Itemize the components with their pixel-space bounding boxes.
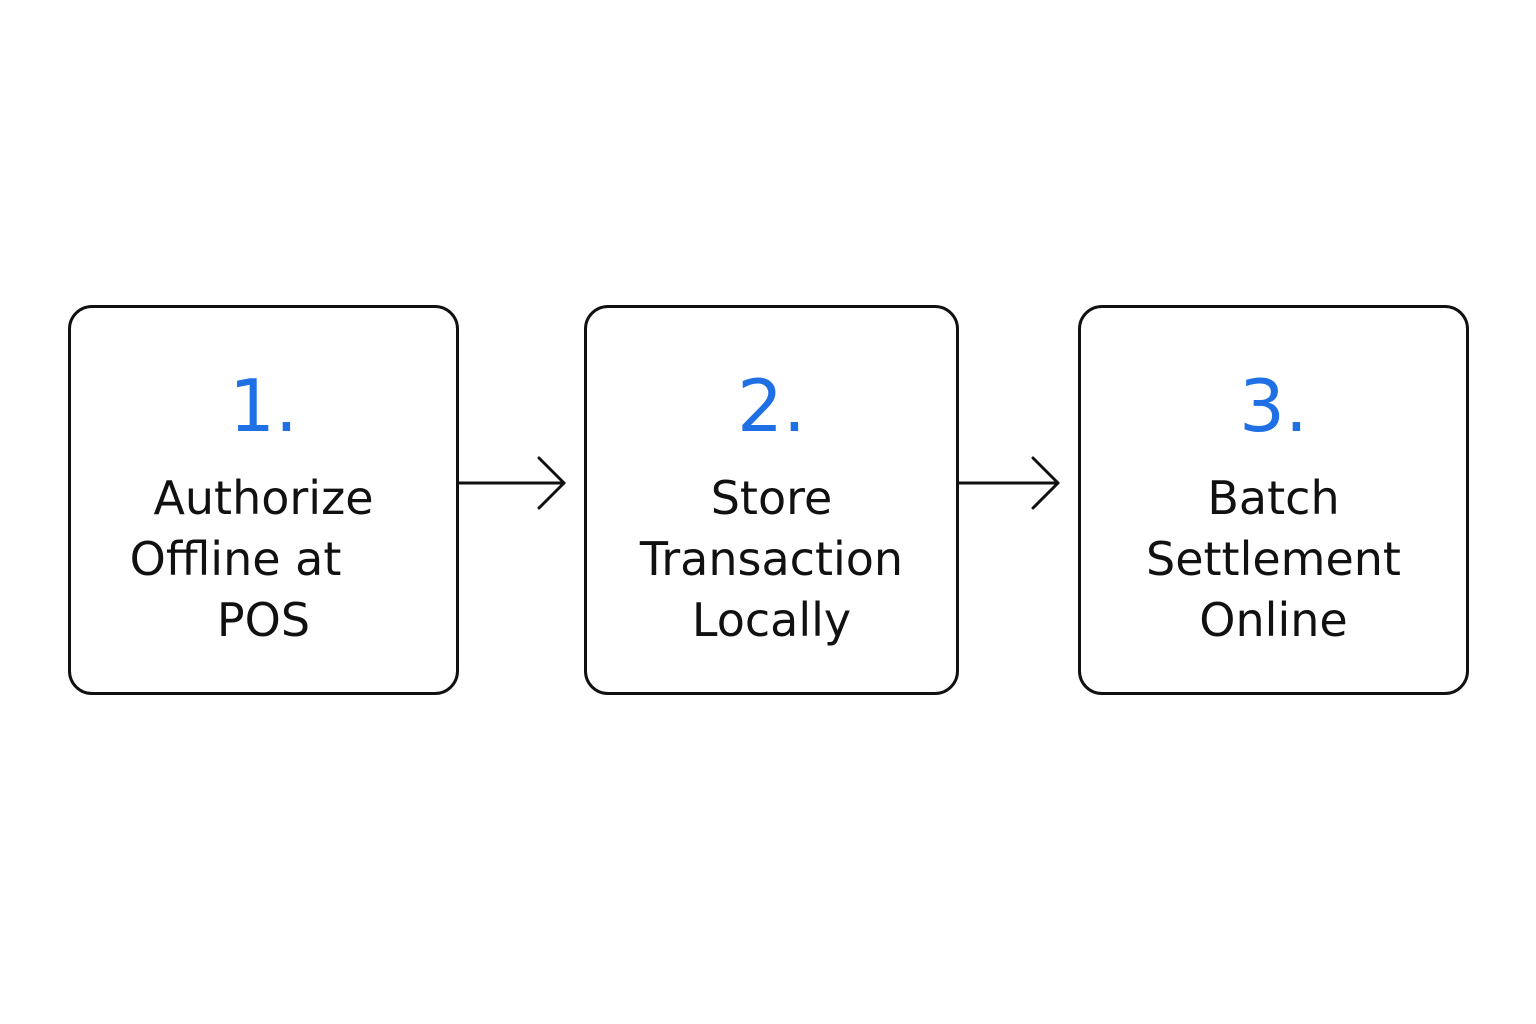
step-label-2: Store Transaction Locally	[587, 468, 956, 651]
step-label-1: Authorize Offline at POS	[71, 468, 456, 651]
step-label-3: Batch Settlement Online	[1081, 468, 1466, 651]
step-box-2: 2. Store Transaction Locally	[584, 305, 959, 695]
step-1-line-2: Offline at	[129, 532, 342, 586]
step-1-line-1: Authorize	[153, 471, 374, 525]
step-3-line-3: Online	[1199, 593, 1348, 647]
step-3-line-1: Batch	[1207, 471, 1340, 525]
step-number-3: 3.	[1239, 364, 1308, 448]
step-2-line-1: Store	[710, 471, 833, 525]
step-box-3: 3. Batch Settlement Online	[1078, 305, 1469, 695]
arrow-2-to-3-icon	[957, 456, 1060, 510]
step-2-line-2: Transaction	[639, 532, 904, 586]
step-box-1: 1. Authorize Offline at POS	[68, 305, 459, 695]
step-number-1: 1.	[229, 364, 298, 448]
arrow-1-to-2-icon	[457, 456, 566, 510]
step-2-line-3: Locally	[691, 593, 852, 647]
step-number-2: 2.	[737, 364, 806, 448]
step-3-line-2: Settlement	[1146, 532, 1401, 586]
step-1-line-3: POS	[216, 593, 311, 647]
